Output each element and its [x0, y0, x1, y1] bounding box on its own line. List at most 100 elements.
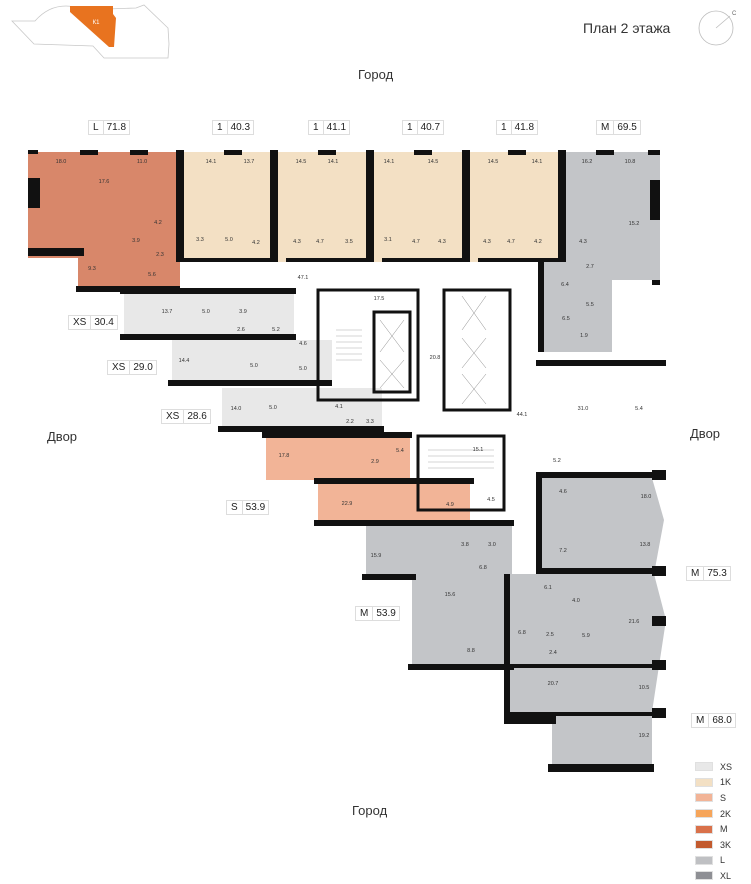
- unit-type: 1: [213, 121, 228, 134]
- room-area-label: 6.4: [561, 282, 569, 288]
- room-area-label: 14.1: [384, 159, 395, 165]
- unit-type: M: [597, 121, 615, 134]
- apartment-XS-28.6[interactable]: [222, 388, 382, 430]
- page-title: План 2 этажа: [583, 20, 671, 36]
- unit-area: 40.7: [420, 122, 441, 133]
- building-minimap[interactable]: К1: [8, 2, 178, 60]
- apartment-XS-29.0[interactable]: [172, 340, 332, 386]
- room-area-label: 14.5: [296, 159, 307, 165]
- orientation-left: Двор: [47, 429, 78, 444]
- apartment-1-40.3[interactable]: [180, 152, 274, 262]
- unit-area: 30.4: [94, 317, 114, 328]
- legend-item-l[interactable]: L: [695, 853, 732, 869]
- room-area-label: 17.8: [279, 453, 290, 459]
- room-area-label: 13.8: [640, 542, 651, 548]
- building-core: [316, 288, 512, 512]
- room-area-label: 14.5: [488, 159, 499, 165]
- unit-type: M: [356, 607, 374, 620]
- room-area-label: 4.1: [335, 404, 343, 410]
- room-area-label: 5.0: [269, 405, 277, 411]
- legend-item-3k[interactable]: 3K: [695, 837, 732, 853]
- room-area-label: 31.0: [578, 406, 589, 412]
- room-area-label: 5.2: [272, 327, 280, 333]
- room-area-label: 5.9: [582, 633, 590, 639]
- room-area-label: 4.2: [534, 239, 542, 245]
- room-area-label: 5.4: [396, 448, 404, 454]
- stairs-icon: [336, 329, 494, 469]
- legend-item-2k[interactable]: 2K: [695, 806, 732, 822]
- apartment-M-53.9[interactable]: [366, 526, 512, 668]
- legend-swatch: [695, 809, 713, 819]
- room-area-label: 18.0: [56, 159, 67, 165]
- room-area-label: 15.9: [371, 553, 382, 559]
- room-area-label: 4.3: [293, 239, 301, 245]
- legend-item-xs[interactable]: XS: [695, 759, 732, 775]
- room-area-label: 14.4: [179, 358, 190, 364]
- compass-icon: С: [698, 10, 737, 46]
- room-area-label: 4.7: [316, 239, 324, 245]
- apartment-M-69.5[interactable]: [540, 152, 660, 352]
- room-area-label: 3.8: [461, 542, 469, 548]
- room-area-label: 4.2: [252, 240, 260, 246]
- legend-swatch: [695, 824, 713, 834]
- legend-item-s[interactable]: S: [695, 790, 732, 806]
- room-area-label: 22.9: [342, 501, 353, 507]
- unit-type: M: [687, 567, 705, 580]
- room-area-label: 20.7: [548, 681, 559, 687]
- room-area-label: 47.1: [298, 275, 309, 281]
- room-area-label: 2.3: [156, 252, 164, 258]
- room-area-label: 4.6: [299, 341, 307, 347]
- apartment-1-41.8[interactable]: [466, 152, 562, 262]
- room-area-label: 2.6: [237, 327, 245, 333]
- unit-area: 71.8: [106, 122, 127, 133]
- section-k1-highlight[interactable]: [70, 6, 116, 47]
- unit-area: 41.1: [326, 122, 347, 133]
- room-area-label: 13.7: [162, 309, 173, 315]
- apartment-1-41.1[interactable]: [274, 152, 370, 262]
- room-area-label: 4.6: [559, 489, 567, 495]
- room-area-label: 4.5: [487, 497, 495, 503]
- unit-type: XS: [69, 316, 92, 329]
- room-area-label: 11.0: [137, 159, 147, 165]
- unit-type: L: [89, 121, 104, 134]
- apartment-XS-30.4[interactable]: [124, 292, 294, 336]
- room-area-label: 17.6: [99, 179, 110, 185]
- room-area-label: 14.1: [328, 159, 339, 165]
- unit-area: 53.9: [245, 502, 266, 513]
- legend-label: 2K: [720, 808, 732, 819]
- room-area-label: 2.7: [586, 264, 594, 270]
- unit-type: 1: [497, 121, 512, 134]
- apartment-M-75.3[interactable]: [538, 478, 664, 574]
- legend-item-1k[interactable]: 1K: [695, 775, 732, 791]
- room-area-label: 2.4: [549, 650, 557, 656]
- unit-type: 1: [403, 121, 418, 134]
- legend-item-m[interactable]: M: [695, 821, 732, 837]
- apartment-1-40.7[interactable]: [370, 152, 466, 262]
- legend-item-xl[interactable]: XL: [695, 868, 732, 884]
- room-area-label: 21.6: [629, 619, 640, 625]
- room-area-label: 15.2: [629, 221, 640, 227]
- unit-type: S: [227, 501, 243, 514]
- room-area-label: 4.3: [438, 239, 446, 245]
- room-area-label: 4.2: [154, 220, 162, 226]
- unit-area: 41.8: [514, 122, 535, 133]
- room-area-label: 14.0: [231, 406, 242, 412]
- room-area-label: 10.5: [639, 685, 650, 691]
- room-area-label: 20.8: [430, 355, 441, 361]
- room-area-label: 6.8: [479, 565, 487, 571]
- room-area-label: 2.2: [346, 419, 354, 425]
